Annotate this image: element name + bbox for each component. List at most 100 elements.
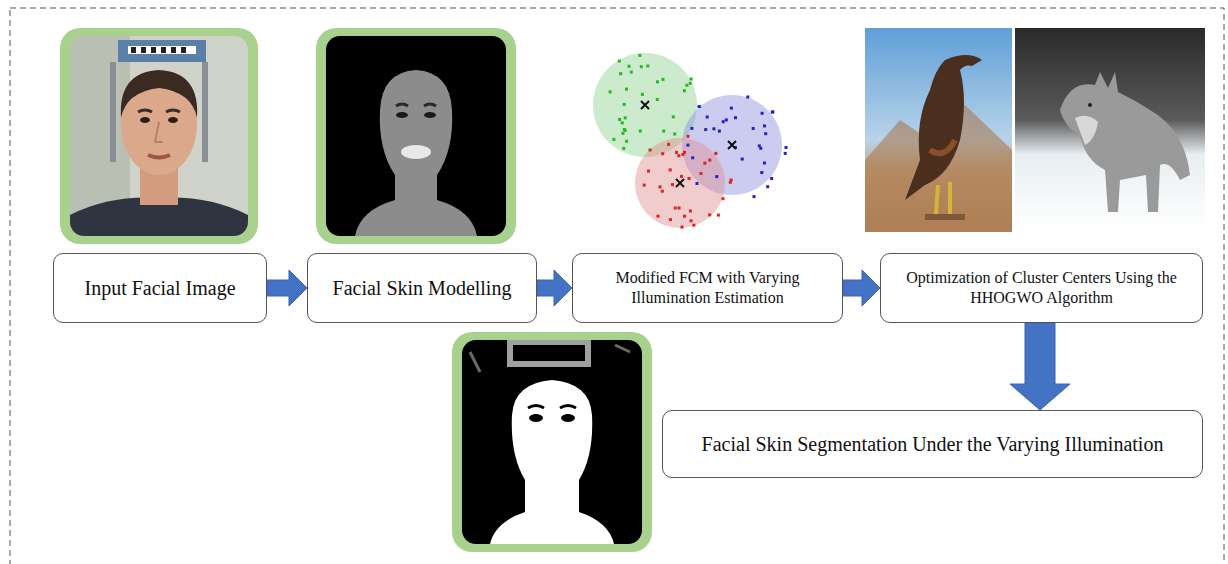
data-point (730, 179, 733, 182)
data-point (761, 112, 764, 115)
data-point (681, 153, 684, 156)
data-point (741, 158, 744, 161)
data-point (625, 140, 628, 143)
data-point (667, 143, 670, 146)
data-point (677, 154, 680, 157)
data-point (746, 96, 749, 99)
data-point (656, 98, 659, 101)
dashed-frame (10, 8, 1224, 564)
block-arrow (267, 270, 307, 306)
data-point (669, 218, 672, 221)
data-point (763, 162, 766, 165)
hawk-photo (865, 28, 1012, 232)
data-point (691, 156, 694, 159)
data-point (698, 105, 701, 108)
data-point (638, 54, 641, 57)
data-point (704, 128, 707, 131)
data-point (712, 127, 715, 130)
data-point (618, 118, 621, 121)
segmentation-output (452, 332, 652, 552)
data-point (687, 135, 690, 138)
data-point (688, 177, 691, 180)
data-point (659, 185, 662, 188)
data-point (646, 65, 649, 68)
cluster-scatter (593, 53, 788, 229)
data-point (641, 93, 644, 96)
box-label: Input Facial Image (84, 276, 235, 301)
data-point (718, 130, 721, 133)
data-point (671, 183, 674, 186)
data-point (675, 151, 678, 154)
data-point (770, 177, 773, 180)
data-point (698, 105, 701, 108)
block-arrow (1010, 323, 1070, 410)
data-point (759, 147, 762, 150)
data-point (683, 89, 686, 92)
box-label: Facial Skin Segmentation Under the Varyi… (702, 432, 1164, 457)
process-box: Optimization of Cluster Centers Using th… (880, 253, 1203, 323)
data-point (640, 65, 643, 68)
data-point (657, 215, 660, 218)
process-box: Facial Skin Modelling (307, 253, 537, 323)
data-point (771, 111, 774, 114)
data-point (673, 133, 676, 136)
data-point (692, 224, 695, 227)
data-point (708, 213, 711, 216)
data-point (662, 78, 665, 81)
data-point (714, 152, 717, 155)
data-point (619, 72, 622, 75)
data-point (624, 116, 627, 119)
process-box: Input Facial Image (53, 253, 267, 323)
data-point (690, 78, 693, 81)
data-point (612, 138, 615, 141)
data-point (686, 144, 689, 147)
data-point (763, 124, 766, 127)
data-point (656, 80, 659, 83)
data-point (722, 197, 725, 200)
data-point (752, 127, 755, 130)
data-point (696, 182, 699, 185)
data-point (680, 175, 683, 178)
skin-model-image (316, 28, 516, 244)
data-point (678, 207, 681, 210)
data-point (649, 149, 652, 152)
cluster-center (641, 101, 649, 109)
input-face-photo (60, 28, 258, 244)
data-point (708, 159, 711, 162)
data-point (771, 110, 774, 113)
data-point (725, 118, 728, 121)
block-arrow (843, 270, 880, 306)
data-point (647, 170, 650, 173)
data-point (689, 210, 692, 213)
data-point (785, 146, 788, 149)
data-point (621, 121, 624, 124)
data-point (685, 84, 688, 87)
data-point (625, 88, 628, 91)
data-point (624, 129, 627, 132)
cluster-center (676, 179, 684, 187)
data-point (622, 147, 625, 150)
data-point (623, 103, 626, 106)
data-point (621, 132, 624, 135)
data-point (643, 184, 646, 187)
box-label: Optimization of Cluster Centers Using th… (891, 268, 1192, 308)
data-point (690, 219, 693, 222)
box-label: Modified FCM with Varying Illumination E… (583, 268, 832, 308)
data-point (609, 90, 612, 93)
data-point (690, 127, 693, 130)
data-point (669, 168, 672, 171)
data-point (764, 132, 767, 135)
block-arrow (537, 270, 572, 306)
data-point (689, 82, 692, 85)
data-point (628, 65, 631, 68)
data-point (618, 60, 621, 63)
data-point (661, 152, 664, 155)
data-point (681, 226, 684, 229)
data-point (715, 175, 718, 178)
data-point (734, 116, 737, 119)
data-point (703, 162, 706, 165)
data-point (706, 116, 709, 119)
data-point (683, 215, 686, 218)
box-label: Facial Skin Modelling (333, 276, 512, 301)
data-point (753, 195, 756, 198)
